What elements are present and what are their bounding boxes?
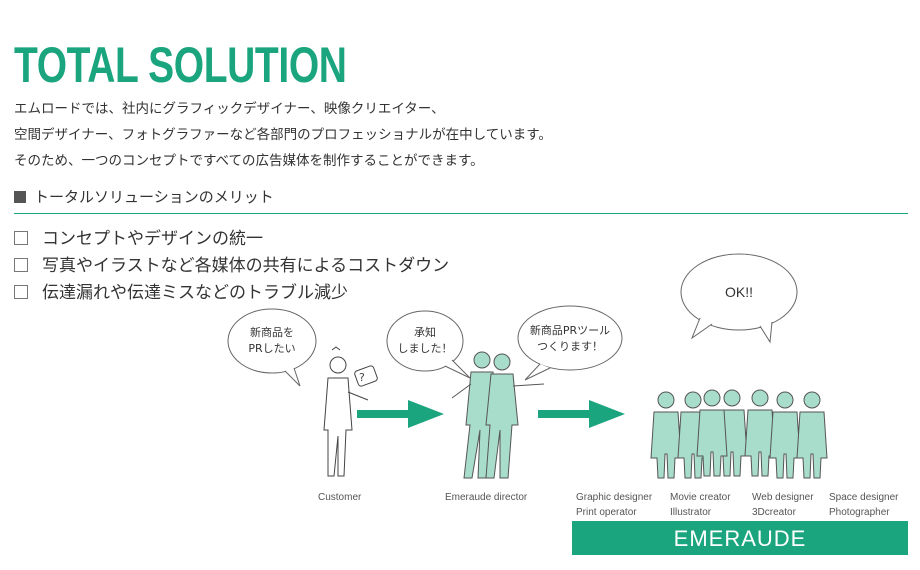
caption-line: Web designer <box>752 492 814 503</box>
bubble-line: 新商品を <box>250 325 294 339</box>
customer-speech-bubble: 新商品を PRしたい <box>227 308 317 387</box>
caption-graphic: Graphic designer Print operator <box>576 490 652 520</box>
caption-space: Space designer Photographer <box>829 490 899 520</box>
caption-customer: Customer <box>318 490 361 505</box>
merit-item: 伝達漏れや伝達ミスなどのトラブル減少 <box>14 280 449 307</box>
merit-label: 写真やイラストなど各媒体の共有によるコストダウン <box>42 256 450 276</box>
bubble-line: つくります！ <box>537 340 603 353</box>
caption-line: Print operator <box>576 507 637 518</box>
intro-line: 空間デザイナー、フォトグラファーなど各部門のプロフェッショナルが在中しています。 <box>14 127 552 143</box>
caption-director: Emeraude director <box>445 490 527 505</box>
section-title: トータルソリューションのメリット <box>34 188 274 206</box>
caption-line: Graphic designer <box>576 492 653 503</box>
section-heading: トータルソリューションのメリット <box>14 186 274 207</box>
caption-web: Web designer 3Dcreator <box>752 490 814 520</box>
intro-text: エムロードでは、社内にグラフィックデザイナー、映像クリエイター、 空間デザイナー… <box>14 96 552 174</box>
checkbox-icon <box>14 258 28 272</box>
bubble-text: OK!! <box>725 284 753 300</box>
intro-line: そのため、一つのコンセプトですべての広告媒体を制作することができます。 <box>14 153 484 169</box>
bubble-line: 新商品PRツール <box>530 323 610 337</box>
team-speech-bubble: OK!! <box>680 253 798 344</box>
bubble-line: しました！ <box>398 342 453 355</box>
emeraude-banner: EMERAUDE <box>572 521 908 555</box>
caption-movie: Movie creator Illustrator <box>670 490 731 520</box>
page-title: TOTAL SOLUTION <box>14 37 347 93</box>
svg-text:?: ? <box>359 371 365 384</box>
caption-line: 3Dcreator <box>752 507 796 518</box>
caption-line: Customer <box>318 492 362 503</box>
merit-label: コンセプトやデザインの統一 <box>42 229 263 249</box>
checkbox-icon <box>14 285 28 299</box>
director-figure <box>451 351 545 479</box>
caption-line: Illustrator <box>670 507 712 518</box>
director-speech-bubble: 承知 しました！ <box>386 310 471 379</box>
caption-line: Space designer <box>829 492 899 503</box>
checkbox-icon <box>14 231 28 245</box>
bubble-line: 承知 <box>414 325 436 339</box>
merit-item: コンセプトやデザインの統一 <box>14 226 449 253</box>
flow-arrow <box>538 400 625 428</box>
intro-line: エムロードでは、社内にグラフィックデザイナー、映像クリエイター、 <box>14 101 445 117</box>
bubble-line: PRしたい <box>248 342 295 355</box>
customer-figure: ? <box>323 346 378 477</box>
section-divider <box>14 213 908 214</box>
merit-item: 写真やイラストなど各媒体の共有によるコストダウン <box>14 253 449 280</box>
square-bullet-icon <box>14 191 26 203</box>
flow-arrow <box>357 400 444 428</box>
caption-line: Emeraude director <box>445 492 528 503</box>
creative-team-figures <box>650 389 828 479</box>
request-speech-bubble: 新商品PRツール つくります！ <box>517 305 623 381</box>
caption-line: Photographer <box>829 507 890 518</box>
merit-list: コンセプトやデザインの統一 写真やイラストなど各媒体の共有によるコストダウン 伝… <box>14 226 449 307</box>
merit-label: 伝達漏れや伝達ミスなどのトラブル減少 <box>42 283 348 303</box>
caption-line: Movie creator <box>670 492 731 503</box>
